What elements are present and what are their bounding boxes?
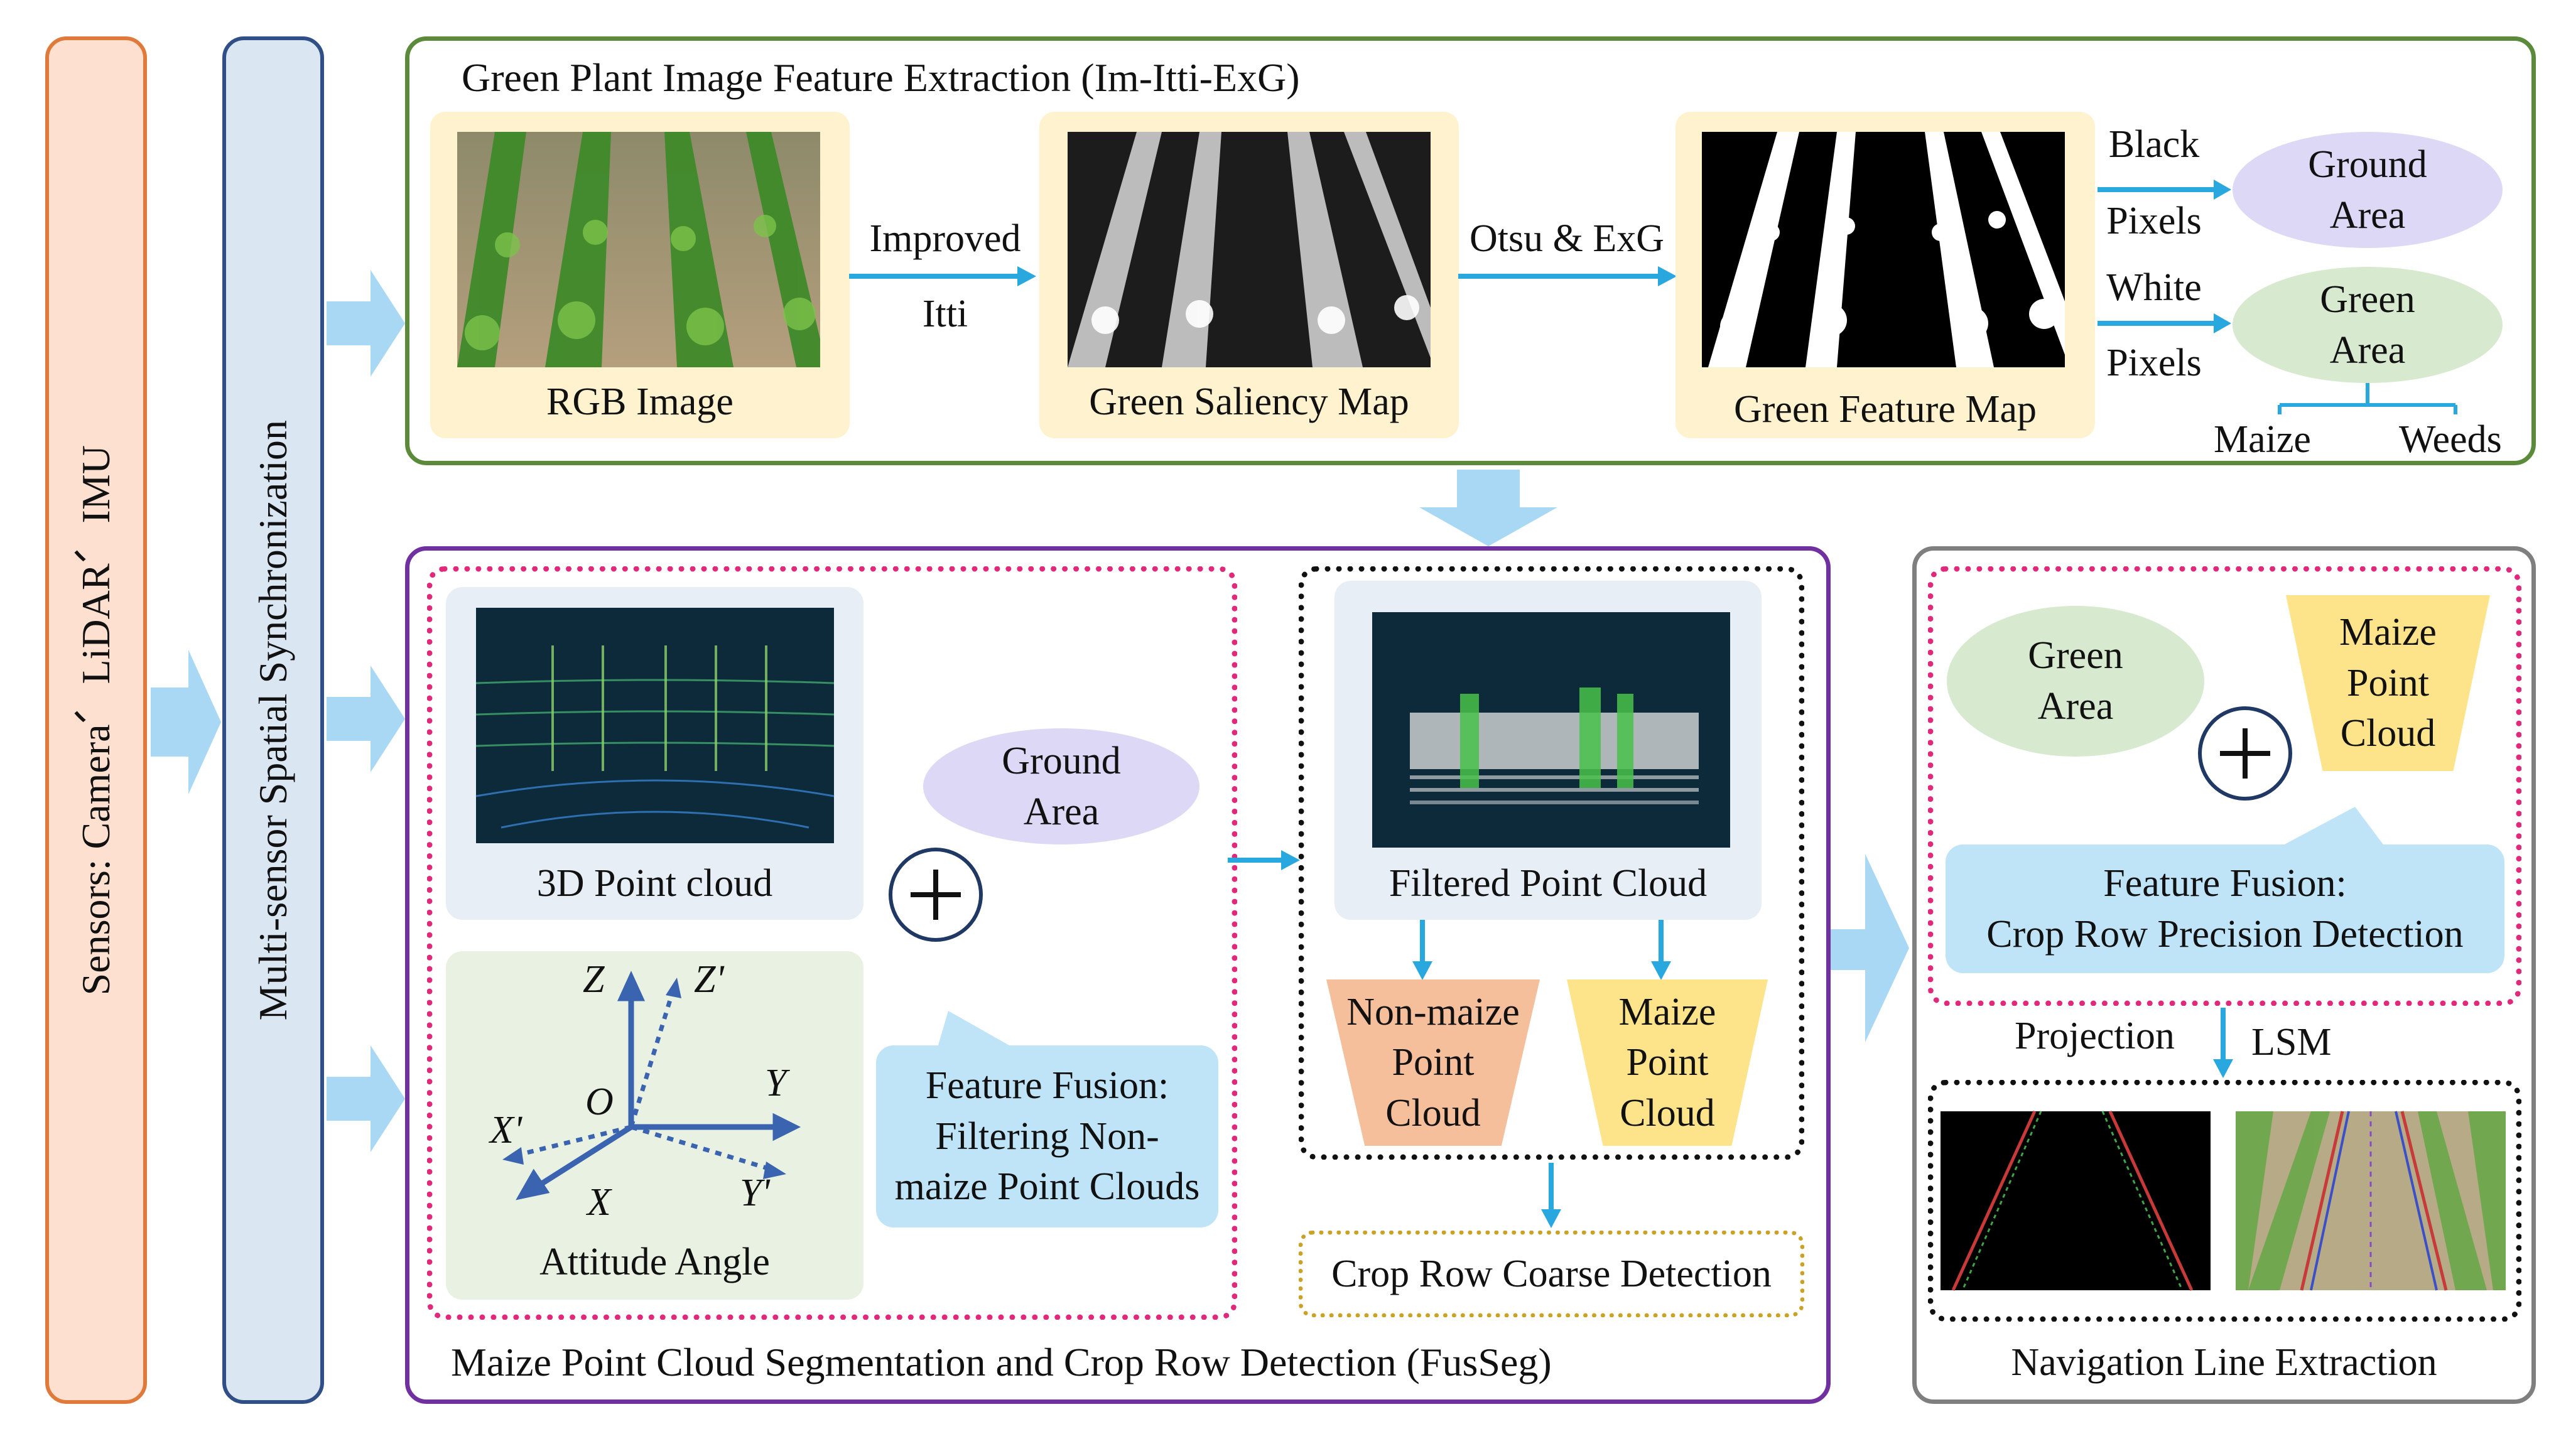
projection-image bbox=[1941, 1110, 2211, 1292]
arrow-projection bbox=[2213, 1008, 2233, 1078]
black-pixels-top: Black bbox=[2108, 122, 2200, 166]
filtered-label: Filtered Point Cloud bbox=[1389, 861, 1708, 905]
big-arrow-sensors-sync bbox=[151, 650, 221, 794]
arrow-improved-itti bbox=[849, 266, 1036, 286]
filtered-point-cloud-image bbox=[1372, 612, 1730, 848]
plus-icon-mid bbox=[889, 848, 983, 942]
top-green-area-line1: Green bbox=[2320, 278, 2415, 321]
arrow2-label: Otsu & ExG bbox=[1470, 217, 1664, 260]
mid-ground-area: Ground Area bbox=[923, 728, 1199, 844]
attitude-label: Attitude Angle bbox=[539, 1240, 770, 1283]
navigation-lines-image bbox=[2236, 1111, 2506, 1291]
arrow-to-non-maize bbox=[1412, 920, 1432, 980]
top-ground-area: Ground Area bbox=[2233, 132, 2503, 248]
top-ground-area-line2: Area bbox=[2329, 193, 2406, 237]
mid-fusion-line2: Filtering Non- bbox=[935, 1114, 1159, 1158]
right-green-area-line1: Green bbox=[2028, 634, 2123, 677]
sync-bar: Multi-sensor Spatial Synchronization bbox=[222, 36, 324, 1404]
non-maize-line3: Cloud bbox=[1385, 1091, 1481, 1135]
non-maize-line2: Point bbox=[1392, 1041, 1475, 1084]
projection-label: Projection bbox=[2015, 1015, 2175, 1057]
top-green-area-line2: Area bbox=[2329, 328, 2406, 372]
right-maize-point-cloud: Maize Point Cloud bbox=[2286, 595, 2490, 771]
feature-label: Green Feature Map bbox=[1733, 387, 2037, 431]
point-cloud-image bbox=[475, 608, 835, 843]
arrow-white-pixels bbox=[2098, 313, 2231, 333]
lsm-label: LSM bbox=[2251, 1021, 2332, 1064]
navigation-dotted-box bbox=[1928, 1080, 2521, 1322]
weeds-label: Weeds bbox=[2399, 418, 2502, 461]
right-panel-title: Navigation Line Extraction bbox=[2011, 1340, 2437, 1384]
axis-x-prime: X' bbox=[490, 1109, 522, 1151]
maize-label: Maize bbox=[2214, 418, 2311, 461]
right-fusion-line1: Feature Fusion: bbox=[2103, 861, 2347, 905]
top-panel-title: Green Plant Image Feature Extraction (Im… bbox=[462, 55, 1300, 100]
mid-callout-tail bbox=[936, 1011, 1024, 1054]
arrow-to-coarse bbox=[1541, 1163, 1561, 1228]
axis-origin: O bbox=[585, 1081, 614, 1123]
middle-panel-title: Maize Point Cloud Segmentation and Crop … bbox=[451, 1340, 1552, 1384]
maize-weeds-bracket bbox=[2278, 383, 2457, 414]
big-arrow-to-top bbox=[327, 270, 405, 377]
filter-dotted-box bbox=[1299, 566, 1804, 1160]
saliency-label: Green Saliency Map bbox=[1089, 380, 1409, 423]
top-ground-area-line1: Ground bbox=[2308, 143, 2427, 186]
arrow-otsu-exg bbox=[1458, 266, 1677, 286]
precision-dotted-box bbox=[1928, 566, 2521, 1006]
axes-diagram bbox=[502, 971, 801, 1200]
right-fusion-callout: Feature Fusion: Crop Row Precision Detec… bbox=[1946, 844, 2504, 973]
fusion-dotted-box bbox=[427, 566, 1237, 1320]
axis-y: Y bbox=[765, 1062, 787, 1104]
right-green-area-line2: Area bbox=[2037, 685, 2114, 728]
arrow1-label-top: Improved bbox=[869, 217, 1021, 260]
right-maize-line3: Cloud bbox=[2340, 712, 2436, 755]
maize-cloud-line2: Point bbox=[1626, 1041, 1709, 1084]
right-maize-line2: Point bbox=[2347, 661, 2429, 704]
point-cloud-label: 3D Point cloud bbox=[536, 861, 773, 905]
right-fusion-line2: Crop Row Precision Detection bbox=[1986, 912, 2464, 956]
arrow-black-pixels bbox=[2098, 180, 2231, 200]
maize-point-cloud: Maize Point Cloud bbox=[1567, 979, 1768, 1146]
mid-fusion-line3: maize Point Clouds bbox=[894, 1165, 1200, 1209]
maize-cloud-line1: Maize bbox=[1618, 990, 1716, 1033]
right-green-area: Green Area bbox=[1947, 606, 2204, 757]
rgb-image-label: RGB Image bbox=[546, 380, 734, 423]
axis-z: Z bbox=[583, 958, 605, 1001]
mid-ground-area-line2: Area bbox=[1023, 790, 1100, 833]
arrow1-label-bottom: Itti bbox=[922, 292, 968, 335]
white-pixels-bottom: Pixels bbox=[2106, 341, 2202, 384]
arrow-to-maize bbox=[1651, 920, 1671, 980]
big-arrow-mid-to-right bbox=[1831, 854, 1909, 1042]
non-maize-line1: Non-maize bbox=[1346, 990, 1520, 1033]
big-arrow-top-to-mid bbox=[1419, 470, 1557, 546]
rgb-image bbox=[457, 132, 820, 367]
green-saliency-map bbox=[1068, 132, 1431, 367]
mid-ground-area-line1: Ground bbox=[1002, 739, 1121, 782]
arrow-to-filtered bbox=[1228, 850, 1300, 870]
big-arrow-to-mid-upper bbox=[327, 666, 405, 772]
coarse-detection-box: Crop Row Coarse Detection bbox=[1299, 1231, 1804, 1317]
top-green-area: Green Area bbox=[2233, 267, 2503, 383]
mid-fusion-callout: Feature Fusion: Filtering Non- maize Poi… bbox=[876, 1045, 1218, 1227]
axis-y-prime: Y' bbox=[740, 1172, 770, 1214]
non-maize-point-cloud: Non-maize Point Cloud bbox=[1326, 979, 1540, 1146]
black-pixels-bottom: Pixels bbox=[2106, 199, 2202, 242]
plus-icon-right bbox=[2198, 706, 2292, 801]
axis-z-prime: Z' bbox=[694, 958, 724, 1001]
right-maize-line1: Maize bbox=[2339, 611, 2437, 654]
green-feature-map bbox=[1702, 132, 2065, 367]
axis-x: X bbox=[587, 1181, 611, 1224]
white-pixels-top: White bbox=[2106, 266, 2202, 309]
coarse-detection-label: Crop Row Coarse Detection bbox=[1331, 1252, 1772, 1295]
mid-fusion-line1: Feature Fusion: bbox=[925, 1064, 1169, 1108]
maize-cloud-line3: Cloud bbox=[1620, 1091, 1715, 1135]
big-arrow-to-mid-lower bbox=[327, 1045, 405, 1152]
sensors-bar: Sensors: Camera、LiDAR、IMU bbox=[45, 36, 147, 1404]
